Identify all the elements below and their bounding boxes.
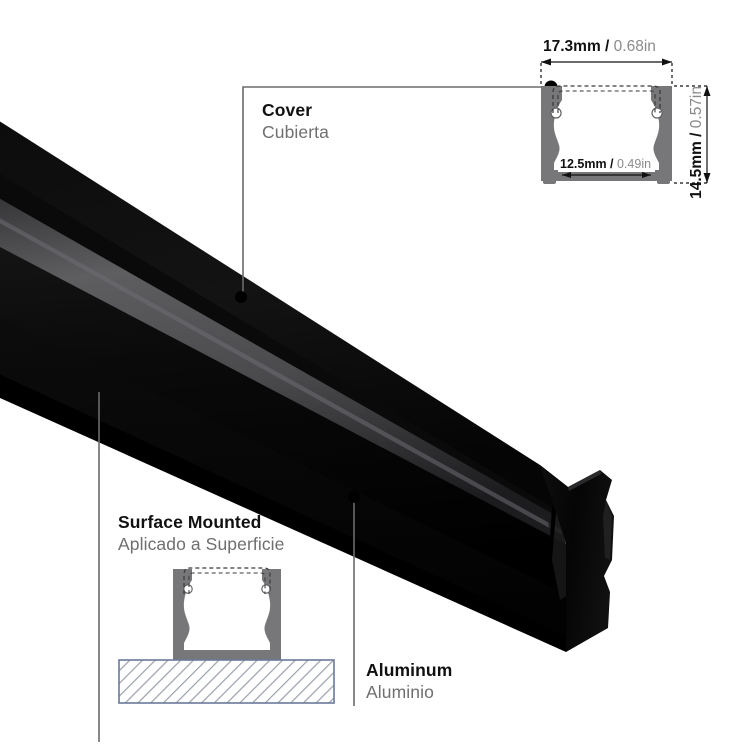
dimension-inner-mm: 12.5mm (560, 157, 607, 171)
callout-cover-en: Cover (262, 100, 313, 120)
dimension-inner-slash: / (606, 157, 617, 171)
profile-end-cap (540, 465, 614, 652)
profile-cap-groove (549, 506, 556, 560)
surface-profile-cavity (192, 569, 262, 650)
leader-cover (242, 86, 551, 296)
surface-left-wall (173, 569, 192, 658)
surface-cover-outline (183, 567, 271, 594)
callout-cover: Cover Cubierta (262, 100, 329, 143)
cross-section-foot-left (543, 179, 556, 184)
profile-front-lower-strip (0, 317, 566, 640)
profile-upper-band (0, 174, 560, 520)
profile-end-cap-highlight (568, 470, 601, 491)
callout-surface-mounted-en: Surface Mounted (118, 512, 262, 532)
dim-arrow-inner-left (562, 172, 571, 178)
callout-cover-es: Cubierta (262, 122, 329, 143)
dim-arrow-inner-right (642, 172, 651, 178)
dim-arrow-width-left (541, 58, 551, 66)
callout-surface-mounted-es: Aplicado a Superficie (118, 534, 285, 555)
surface-right-wall (262, 569, 281, 658)
surface-screwhole-right (261, 584, 271, 594)
dimension-height-inch: 0.57in (688, 86, 705, 129)
dimension-height-slash: / (688, 128, 705, 142)
profile-bottom-edge (0, 374, 566, 652)
cross-section-foot-right (657, 179, 670, 184)
dimension-width-17-3mm (540, 61, 673, 84)
callout-surface-mounted: Surface Mounted Aplicado a Superficie (118, 512, 285, 555)
dimension-inner-inch: 0.49in (616, 157, 652, 171)
cross-section-cavity (562, 88, 651, 170)
callout-aluminum: Aluminum Aluminio (366, 660, 452, 703)
cross-section-cover-outline (552, 85, 661, 113)
led-profile-3d-extrusion (0, 121, 614, 652)
dim-arrow-height-bottom (703, 173, 711, 183)
surface-mounted-inset (118, 567, 335, 704)
mounting-surface-block (118, 659, 335, 704)
profile-cover-diffuser-band (0, 198, 566, 546)
profile-end-cap-side-highlight (603, 500, 612, 560)
surface-profile-base (173, 650, 281, 660)
profile-diffuser-highlight (0, 218, 562, 535)
dimension-width-mm: 17.3mm (543, 38, 601, 55)
dimension-label-width: 17.3mm / 0.68in (543, 38, 656, 56)
profile-top-face (0, 121, 568, 512)
leader-lines (98, 86, 551, 742)
profile-front-face (0, 246, 566, 596)
dimension-height-mm: 14.5mm (688, 141, 705, 199)
dimension-width-slash: / (600, 38, 614, 55)
leader-dot-cover-extrusion (235, 291, 247, 303)
dimension-label-height: 14.5mm / 0.57in (688, 86, 706, 199)
dimension-width-inch: 0.68in (613, 38, 656, 55)
dim-inner-label-backdrop (558, 155, 655, 172)
surface-cover-outline-inner (188, 572, 266, 594)
dimension-height-14-5mm (674, 85, 708, 184)
dimension-label-inner-width: 12.5mm / 0.49in (560, 157, 651, 171)
dim-arrow-height-top (703, 86, 711, 96)
leader-dot-aluminum (348, 491, 360, 503)
cross-section-dimensioned (540, 58, 711, 184)
callout-aluminum-es: Aluminio (366, 682, 434, 703)
surface-screwhole-left (183, 584, 193, 594)
dim-arrow-width-right (662, 58, 672, 66)
callout-aluminum-en: Aluminum (366, 660, 453, 680)
